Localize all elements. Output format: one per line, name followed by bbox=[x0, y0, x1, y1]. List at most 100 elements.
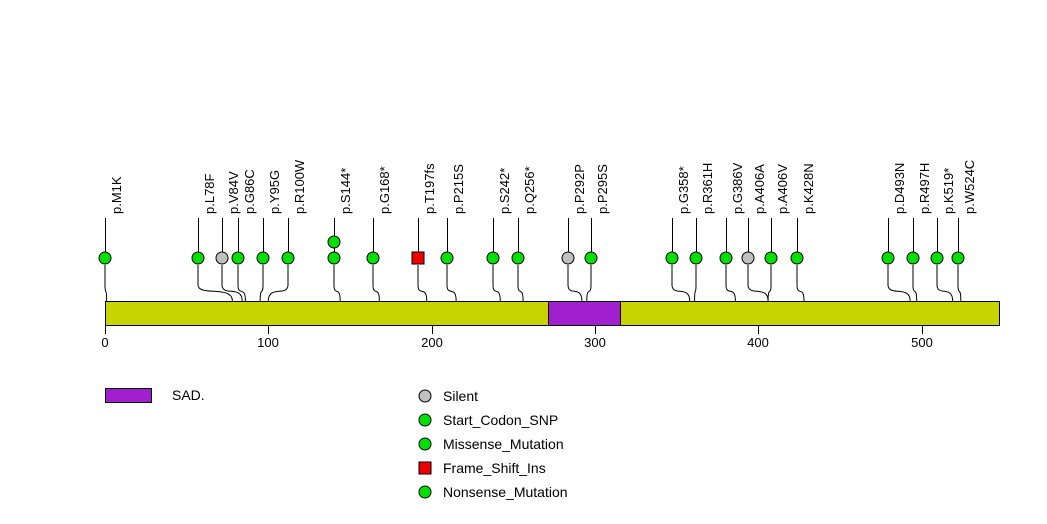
mutation-label: p.A406V bbox=[775, 164, 790, 214]
mutation-label: p.S144* bbox=[338, 167, 353, 214]
mutation-label: p.R100W bbox=[292, 159, 307, 214]
mutation-type-legend-label: Missense_Mutation bbox=[443, 436, 564, 452]
mutation-label: p.P295S bbox=[595, 164, 610, 214]
axis-tick-mark bbox=[105, 326, 106, 334]
lollipop-connector bbox=[221, 265, 243, 302]
lollipop-connector bbox=[957, 265, 962, 302]
mutation-marker[interactable] bbox=[741, 251, 755, 265]
lollipop-stem bbox=[937, 218, 938, 258]
lollipop-stem bbox=[888, 218, 889, 258]
lollipop-stem-segment bbox=[334, 242, 335, 258]
lollipop-connector bbox=[936, 265, 954, 302]
lollipop-stem bbox=[696, 218, 697, 258]
mutation-marker[interactable] bbox=[191, 251, 205, 265]
mutation-label: p.W524C bbox=[962, 159, 977, 214]
lollipop-stem bbox=[726, 218, 727, 258]
protein-domain-region bbox=[547, 302, 622, 325]
lollipop-connector bbox=[259, 265, 264, 302]
mutation-label: p.D493N bbox=[892, 162, 907, 214]
lollipop-stem bbox=[288, 218, 289, 258]
lollipop-stem bbox=[198, 218, 199, 258]
axis-tick-label: 500 bbox=[911, 335, 933, 350]
lollipop-stem bbox=[518, 218, 519, 258]
mutation-marker[interactable] bbox=[561, 251, 575, 265]
mutation-label: p.A406A bbox=[752, 164, 767, 214]
mutation-label: p.R361H bbox=[700, 162, 715, 214]
mutation-marker[interactable] bbox=[327, 251, 341, 265]
lollipop-connector bbox=[747, 265, 769, 302]
lollipop-stem bbox=[222, 218, 223, 258]
axis-tick-label: 400 bbox=[747, 335, 769, 350]
lollipop-connector bbox=[333, 265, 341, 302]
mutation-marker[interactable] bbox=[951, 251, 965, 265]
lollipop-stem bbox=[418, 218, 419, 258]
mutation-marker[interactable] bbox=[930, 251, 944, 265]
lollipop-stem bbox=[238, 218, 239, 258]
mutation-type-legend-swatch bbox=[418, 389, 432, 403]
mutation-marker[interactable] bbox=[231, 251, 245, 265]
lollipop-stem bbox=[373, 218, 374, 258]
mutation-marker[interactable] bbox=[511, 251, 525, 265]
mutation-marker[interactable] bbox=[584, 251, 598, 265]
mutation-label: p.K428N bbox=[801, 163, 816, 214]
mutation-type-legend-swatch bbox=[418, 461, 432, 475]
mutation-type-legend-label: Silent bbox=[443, 388, 479, 404]
mutation-marker[interactable] bbox=[764, 251, 778, 265]
mutation-label: p.T197fs bbox=[422, 163, 437, 214]
mutation-marker[interactable] bbox=[440, 251, 454, 265]
lollipop-connector bbox=[197, 265, 233, 302]
mutation-label: p.G86C bbox=[242, 169, 257, 214]
mutation-type-legend-swatch bbox=[418, 485, 432, 499]
mutation-marker[interactable] bbox=[366, 251, 380, 265]
axis-tick-label: 200 bbox=[421, 335, 443, 350]
lollipop-connector bbox=[912, 265, 918, 302]
lollipop-connector bbox=[417, 265, 428, 302]
lollipop-connector bbox=[267, 265, 289, 302]
lollipop-stem bbox=[748, 218, 749, 258]
axis-tick-mark bbox=[432, 326, 433, 334]
mutation-marker[interactable] bbox=[98, 251, 112, 265]
mutation-label: p.K519* bbox=[941, 167, 956, 214]
mutation-marker[interactable] bbox=[719, 251, 733, 265]
mutation-marker[interactable] bbox=[881, 251, 895, 265]
mutation-marker[interactable] bbox=[256, 251, 270, 265]
mutation-type-legend-swatch bbox=[418, 413, 432, 427]
mutation-marker[interactable] bbox=[215, 251, 229, 265]
mutation-marker[interactable] bbox=[327, 235, 341, 249]
lollipop-stem bbox=[447, 218, 448, 258]
axis-tick-mark bbox=[268, 326, 269, 334]
mutation-marker[interactable] bbox=[281, 251, 295, 265]
mutation-marker[interactable] bbox=[665, 251, 679, 265]
lollipop-connector bbox=[567, 265, 583, 302]
mutation-label: p.Y95G bbox=[267, 169, 282, 214]
mutation-marker[interactable] bbox=[689, 251, 703, 265]
mutation-marker[interactable] bbox=[486, 251, 500, 265]
axis-tick-mark bbox=[922, 326, 923, 334]
mutation-label: p.G358* bbox=[676, 166, 691, 214]
lollipop-connector bbox=[104, 265, 108, 302]
axis-tick-mark bbox=[758, 326, 759, 334]
mutation-label: p.L78F bbox=[202, 173, 217, 214]
mutation-type-legend-swatch bbox=[418, 437, 432, 451]
lollipop-connector bbox=[694, 265, 697, 302]
lollipop-stem bbox=[105, 218, 106, 258]
mutation-marker[interactable] bbox=[411, 251, 425, 265]
mutation-type-legend-label: Start_Codon_SNP bbox=[443, 412, 559, 428]
mutation-type-legend-label: Frame_Shift_Ins bbox=[443, 460, 546, 476]
lollipop-stem bbox=[263, 218, 264, 258]
axis-tick-label: 300 bbox=[584, 335, 606, 350]
lollipop-stem bbox=[913, 218, 914, 258]
mutation-label: p.P292P bbox=[572, 164, 587, 214]
domain-legend-swatch bbox=[105, 388, 152, 403]
lollipop-connector bbox=[517, 265, 524, 302]
lollipop-stem bbox=[797, 218, 798, 258]
lollipop-connector bbox=[671, 265, 691, 302]
lollipop-connector bbox=[767, 265, 772, 302]
domain-legend-label: SAD. bbox=[172, 387, 205, 403]
lollipop-stem bbox=[591, 218, 592, 258]
lollipop-stem bbox=[568, 218, 569, 258]
mutation-marker[interactable] bbox=[906, 251, 920, 265]
lollipop-stem bbox=[672, 218, 673, 258]
mutation-marker[interactable] bbox=[790, 251, 804, 265]
lollipop-connector bbox=[446, 265, 457, 302]
